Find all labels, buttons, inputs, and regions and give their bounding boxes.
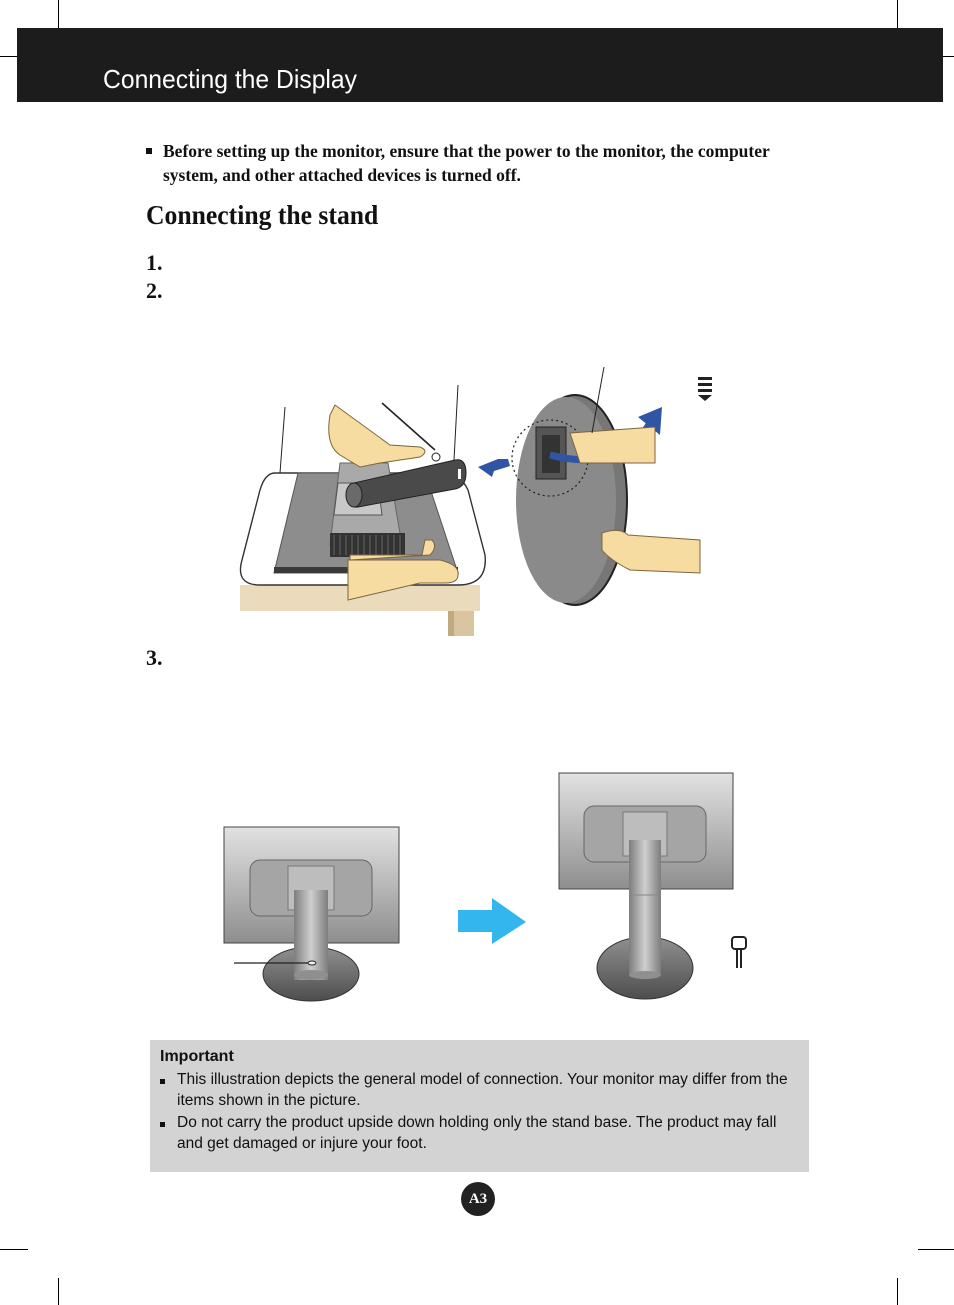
intro-note: Before setting up the monitor, ensure th… — [146, 139, 826, 187]
header-bar — [17, 28, 943, 102]
important-item-text: This illustration depicts the general mo… — [177, 1071, 788, 1109]
step-1-number: 1. — [146, 250, 163, 275]
bullet-icon — [160, 1079, 165, 1084]
page-title: Connecting the Display — [103, 64, 358, 94]
important-item-text: Do not carry the product upside down hol… — [177, 1114, 777, 1152]
step-3-number: 3. — [146, 645, 163, 670]
stand-assembled-illustration — [223, 772, 747, 1002]
crop-mark — [918, 1249, 954, 1250]
important-title: Important — [160, 1048, 234, 1065]
step-2-number: 2. — [146, 278, 163, 303]
crop-mark — [58, 1278, 59, 1305]
crop-mark — [943, 56, 954, 57]
page-number: A3 — [461, 1182, 495, 1216]
intro-text: Before setting up the monitor, ensure th… — [163, 141, 770, 185]
crop-mark — [0, 56, 17, 57]
stand-attach-illustration — [239, 366, 712, 636]
crop-mark — [897, 1278, 898, 1305]
bullet-icon — [160, 1122, 165, 1127]
bullet-icon — [146, 148, 152, 154]
section-title: Connecting the stand — [146, 200, 379, 230]
lock-pin-icon — [731, 936, 747, 968]
crop-mark — [0, 1249, 28, 1250]
important-item: This illustration depicts the general mo… — [160, 1069, 790, 1111]
press-down-icon — [698, 377, 712, 401]
crop-mark — [897, 0, 898, 28]
crop-mark — [58, 0, 59, 28]
important-notice: Important This illustration depicts the … — [150, 1040, 809, 1172]
important-item: Do not carry the product upside down hol… — [160, 1112, 790, 1154]
